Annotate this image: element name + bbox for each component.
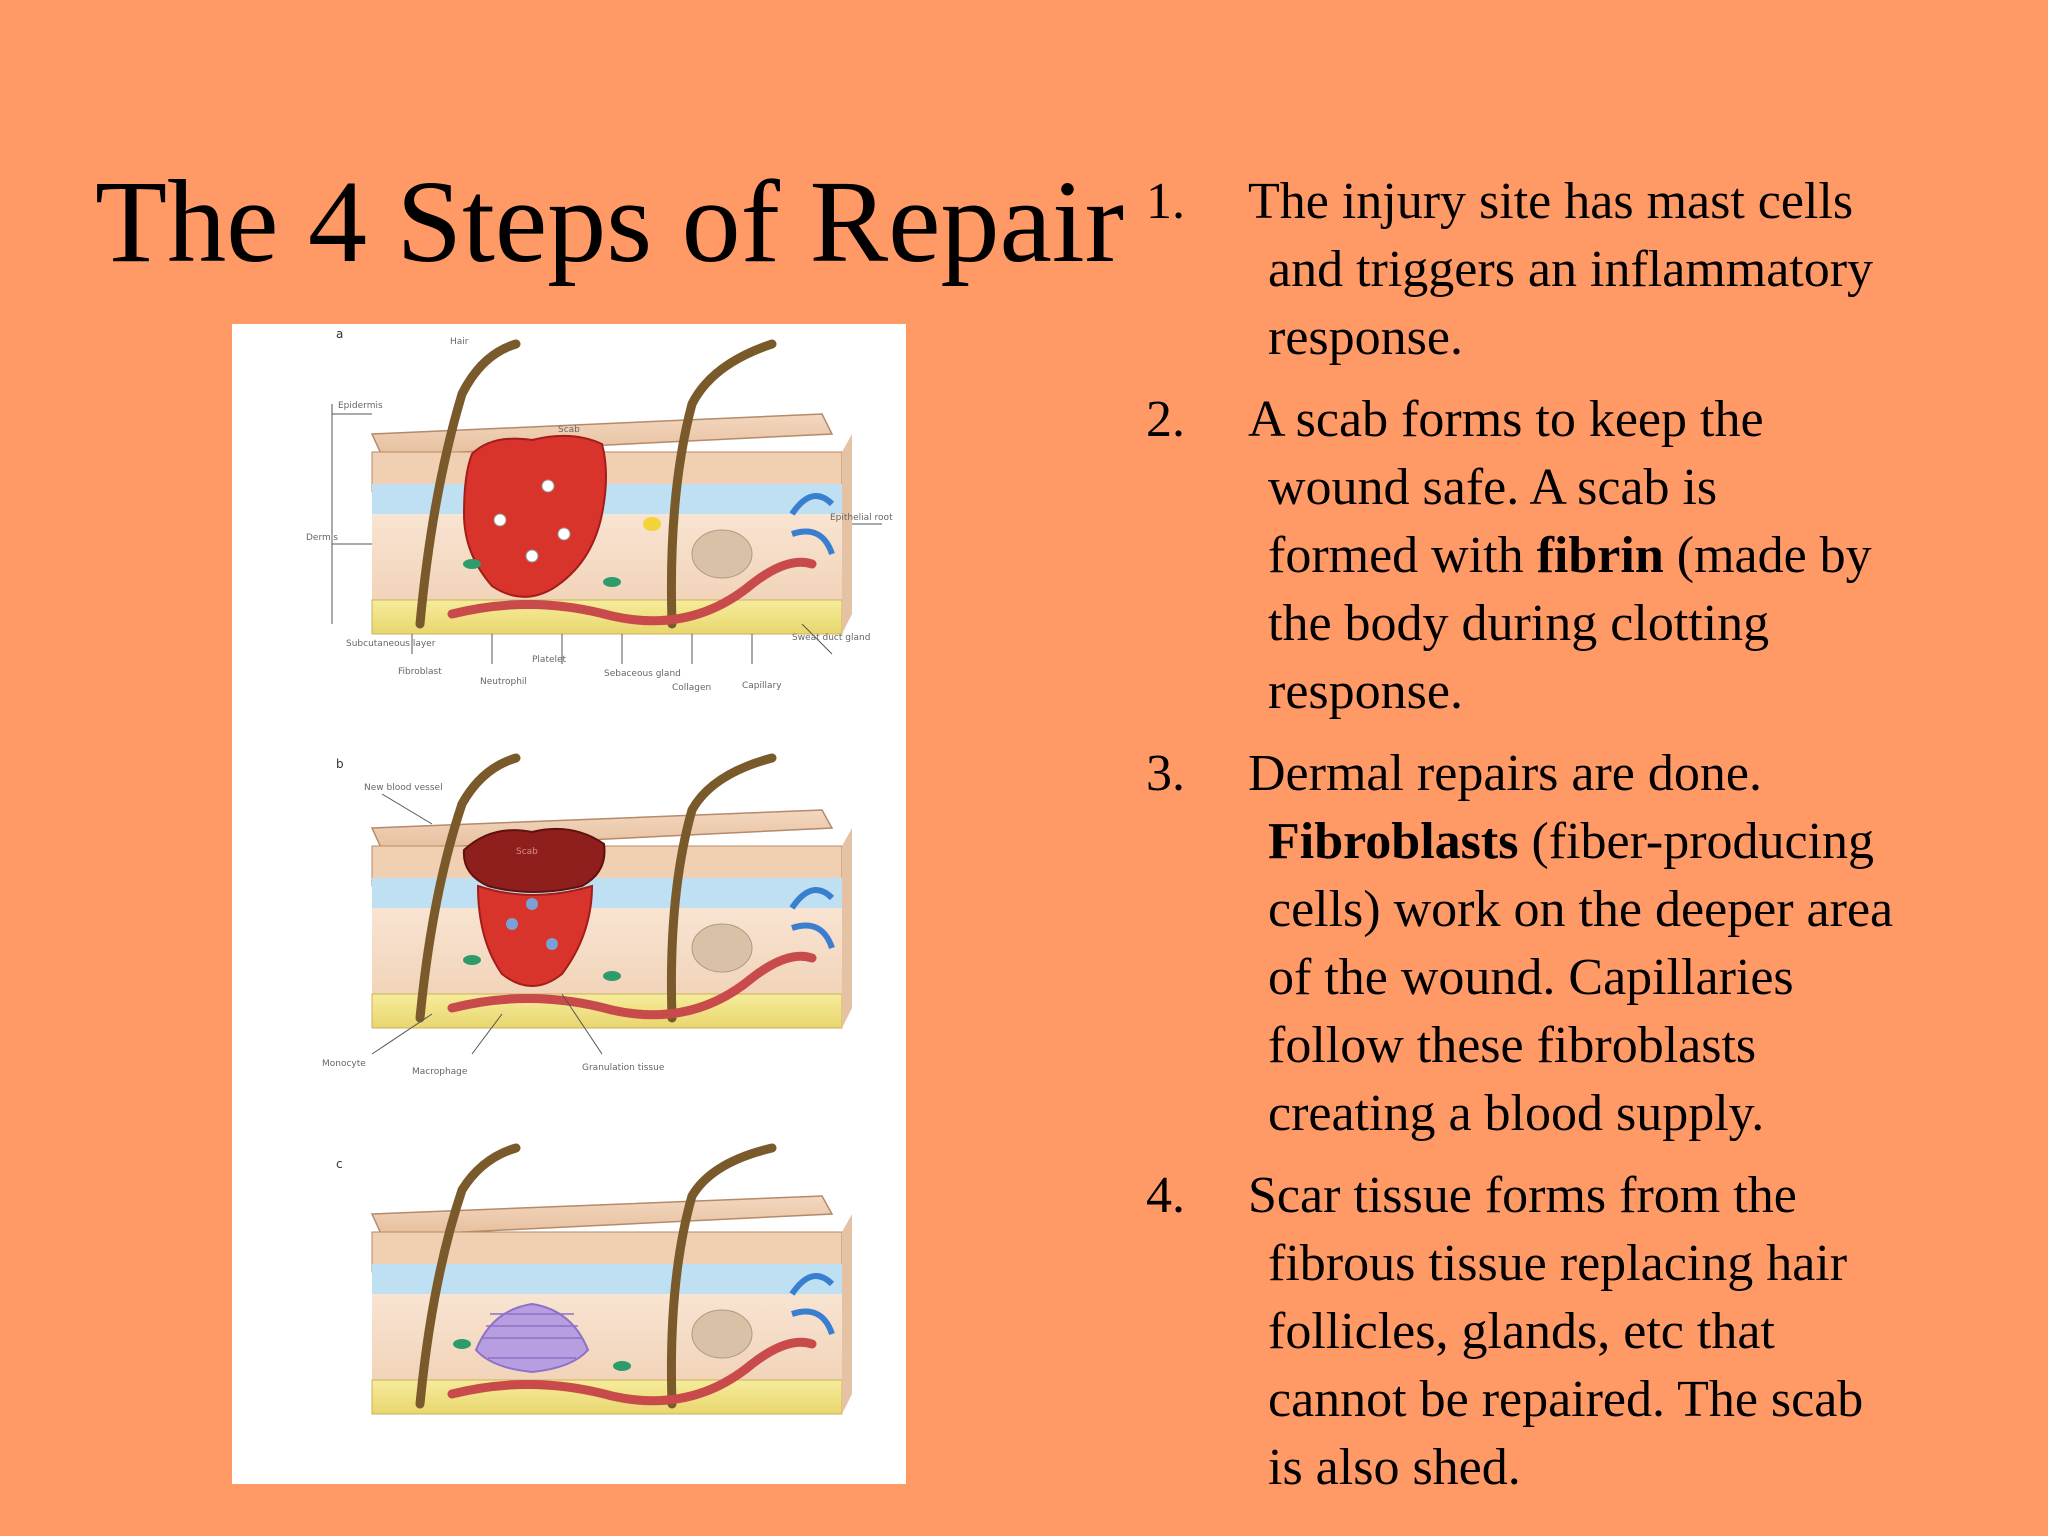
bold-term-fibrin: fibrin — [1536, 527, 1664, 584]
label-sweat-duct: Sweat duct gland — [792, 633, 870, 643]
label-new-blood-vessel: New blood vessel — [364, 783, 443, 793]
label-scab-a: Scab — [558, 425, 580, 435]
label-sebaceous: Sebaceous gland — [604, 669, 681, 679]
panel-a-letter: a — [336, 327, 343, 341]
step-text-line: fibrous tissue replacing hair — [1268, 1235, 1848, 1292]
slide-title: The 4 Steps of Repair — [95, 156, 1124, 287]
label-dermis: Dermis — [306, 533, 338, 543]
panel-b: b New blood vesse — [322, 753, 852, 1077]
label-epithelial: Epithelial root — [830, 513, 893, 523]
step-text-line: the body during clotting — [1268, 595, 1770, 652]
label-epidermis: Epidermis — [338, 401, 383, 411]
step-1: 1. The injury site has mast cells and tr… — [1146, 168, 2026, 372]
text-after-bold: (made by — [1663, 527, 1872, 584]
wound-repair-illustration: a — [232, 324, 906, 1484]
step-text-line: of the wound. Capillaries — [1268, 949, 1794, 1006]
text-before-bold: formed with — [1268, 527, 1537, 584]
step-text-line: cells) work on the deeper area — [1268, 881, 1894, 938]
text-after-bold: (fiber-producing — [1518, 813, 1875, 870]
step-text-line: creating a blood supply. — [1268, 1085, 1765, 1142]
step-number: 4. — [1146, 1167, 1185, 1224]
label-subcutaneous: Subcutaneous layer — [346, 639, 436, 649]
step-text-line: and triggers an inflammatory — [1268, 241, 1874, 298]
step-number: 2. — [1146, 391, 1185, 448]
repair-steps-list: 1. The injury site has mast cells and tr… — [1146, 168, 2026, 1516]
label-collagen: Collagen — [672, 683, 711, 693]
step-text-line: A scab forms to keep the — [1248, 391, 1764, 448]
step-4: 4. Scar tissue forms from the fibrous ti… — [1146, 1162, 2026, 1502]
step-text-line: Dermal repairs are done. — [1248, 745, 1762, 802]
step-text-line-with-bold: formed with fibrin (made by — [1146, 522, 2026, 590]
panel-b-letter: b — [336, 757, 344, 771]
panel-c-letter: c — [336, 1157, 343, 1171]
label-scab-b: Scab — [516, 847, 538, 857]
step-3: 3. Dermal repairs are done. Fibroblasts … — [1146, 740, 2026, 1148]
skin-diagram-svg: a — [306, 327, 893, 1415]
step-2: 2. A scab forms to keep the wound safe. … — [1146, 386, 2026, 726]
label-fibroblast: Fibroblast — [398, 667, 442, 677]
label-granulation: Granulation tissue — [582, 1063, 665, 1073]
step-number: 1. — [1146, 173, 1185, 230]
step-text-line: follow these fibroblasts — [1268, 1017, 1757, 1074]
step-text-line: wound safe. A scab is — [1268, 459, 1718, 516]
step-text-line: is also shed. — [1268, 1439, 1521, 1496]
step-text-line: Scar tissue forms from the — [1248, 1167, 1797, 1224]
panel-a: a — [306, 327, 893, 693]
bold-term-fibroblasts: Fibroblasts — [1268, 813, 1519, 870]
step-number: 3. — [1146, 745, 1185, 802]
label-monocyte: Monocyte — [322, 1059, 366, 1069]
step-text-line: cannot be repaired. The scab — [1268, 1371, 1864, 1428]
step-text-line: response. — [1268, 309, 1463, 366]
step-text-line: The injury site has mast cells — [1248, 173, 1854, 230]
step-text-line-with-bold: Fibroblasts (fiber-producing — [1146, 808, 2026, 876]
panel-c: c — [336, 1143, 852, 1415]
label-hair: Hair — [450, 337, 469, 347]
step-text-line: follicles, glands, etc that — [1268, 1303, 1775, 1360]
label-platelet: Platelet — [532, 655, 567, 665]
label-capillary: Capillary — [742, 681, 782, 691]
label-neutrophil: Neutrophil — [480, 677, 527, 687]
step-text-line: response. — [1268, 663, 1463, 720]
label-macrophage: Macrophage — [412, 1067, 468, 1077]
